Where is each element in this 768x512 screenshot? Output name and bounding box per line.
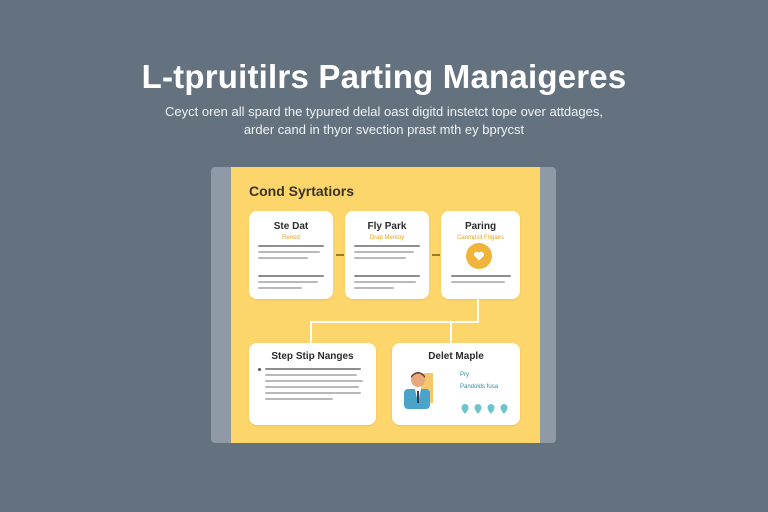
text-line [354, 251, 414, 253]
heart-icon [474, 251, 484, 261]
card-title: Paring [464, 221, 497, 232]
card-title: Ste Dat [273, 221, 309, 232]
text-line [354, 245, 420, 247]
card-tag: Renod [282, 235, 300, 241]
text-line [258, 275, 324, 277]
text-line [354, 281, 416, 283]
text-line [354, 287, 394, 289]
text-line [265, 398, 333, 400]
location-pin-icon [487, 404, 495, 414]
card-title: Fly Park [367, 221, 407, 232]
card-title: Delet Maple [428, 351, 484, 362]
location-pin-icon [474, 404, 482, 414]
text-line [265, 380, 363, 382]
info-label: Pry [460, 372, 469, 378]
subtitle-line-1: Ceyct oren all spard the typured delal o… [165, 104, 603, 119]
text-line [354, 275, 420, 277]
page-title: L-tpruitilrs Parting Manaigeres [141, 58, 627, 95]
connector-horizontal [310, 321, 479, 323]
connector-left-drop [310, 321, 312, 343]
location-pin-icon [500, 404, 508, 414]
step-card-2[interactable]: Fly Park Drap Mentoy [345, 211, 429, 299]
text-line [265, 374, 357, 376]
text-line [451, 275, 511, 277]
text-line [258, 245, 324, 247]
connector-right-drop [450, 321, 452, 343]
text-line [258, 257, 308, 259]
page-subtitle: Ceyct oren all spard the typured delal o… [90, 103, 678, 139]
step-card-3[interactable]: Paring Canmpsit Frigaes [441, 211, 520, 299]
text-line [258, 287, 302, 289]
bullet-dot [258, 368, 261, 371]
subtitle-line-2: arder cand in thyor svection prast mth e… [243, 122, 525, 137]
panel-title: Cond Syrtatiors [249, 183, 355, 199]
heart-badge [466, 243, 492, 269]
location-pin-icon [461, 404, 469, 414]
text-line [451, 281, 505, 283]
card-tag: Drap Mentoy [369, 235, 405, 241]
connector-stem [477, 299, 479, 323]
text-line [265, 392, 361, 394]
step-card-1[interactable]: Ste Dat Renod [249, 211, 333, 299]
arrow-right-icon [432, 254, 440, 256]
arrow-right-icon [336, 254, 344, 256]
text-line [354, 257, 406, 259]
person-avatar-icon [404, 372, 433, 409]
text-line [258, 251, 320, 253]
step-card-4[interactable]: Step Stip Nanges [249, 343, 376, 425]
card-title: Step Stip Nanges [271, 351, 354, 362]
text-line [265, 368, 361, 370]
step-card-5[interactable]: Delet Maple Pry Pandolds fusa [392, 343, 520, 425]
info-label: Pandolds fusa [460, 384, 499, 390]
text-line [258, 281, 318, 283]
card-tag: Canmpsit Frigaes [456, 235, 504, 241]
text-line [265, 386, 359, 388]
